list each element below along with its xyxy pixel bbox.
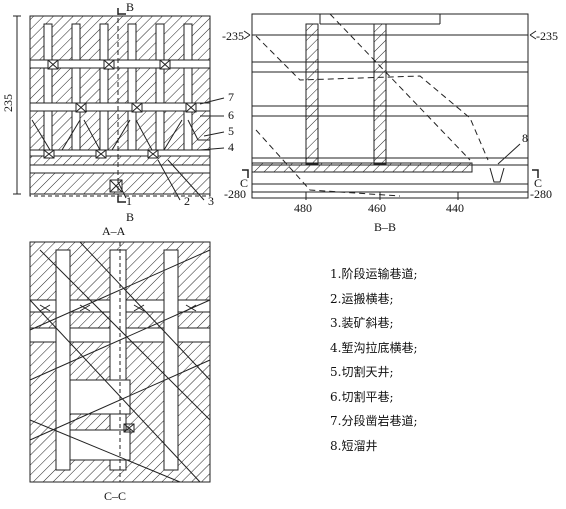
section-mark-b-bottom: B [126,210,134,224]
level-label-left-top: -235 [222,29,244,43]
legend-item: 8.短溜井 [330,438,378,453]
legend-item: 7.分段凿岩巷道; [330,414,418,428]
callout-3: 3 [208,194,214,208]
level-label-left-bottom: -280 [224,187,246,201]
dimension-label: 235 [1,94,15,112]
tick-440: 440 [446,201,464,215]
caption-aa: A–A [102,224,126,238]
legend-item: 6.切割平巷; [330,389,394,404]
callout-4: 4 [228,140,234,154]
section-bb-drawing [242,13,539,200]
legend-item: 2.运搬横巷; [330,291,394,306]
section-aa-drawing [13,8,225,203]
level-label-right-bottom: -280 [530,187,552,201]
callout-5: 5 [228,124,234,138]
section-mark-b-top: B [126,0,134,14]
text-labels: B B 235 7 6 5 4 1 2 3 A–A -235 -235 -280… [1,0,558,503]
legend-item: 1.阶段运输巷道; [330,267,418,281]
legend: 1.阶段运输巷道; 2.运搬横巷; 3.装矿斜巷; 4.堑沟拉底横巷; 5.切割… [330,262,550,458]
tick-480: 480 [294,201,312,215]
caption-cc: C–C [104,489,126,503]
callout-1: 1 [126,194,132,208]
section-cc-drawing [29,241,211,483]
section-mark-c-left: C [240,176,248,190]
callout-7: 7 [228,90,234,104]
callout-6: 6 [228,108,234,122]
level-label-right-top: -235 [536,29,558,43]
tick-460: 460 [368,201,386,215]
legend-item: 5.切割天井; [330,365,394,379]
section-mark-c-right: C [534,176,542,190]
caption-bb: B–B [374,220,396,234]
callout-2: 2 [184,194,190,208]
legend-item: 4.堑沟拉底横巷; [330,340,418,355]
legend-item: 3.装矿斜巷; [330,316,394,330]
callout-8: 8 [522,131,528,145]
